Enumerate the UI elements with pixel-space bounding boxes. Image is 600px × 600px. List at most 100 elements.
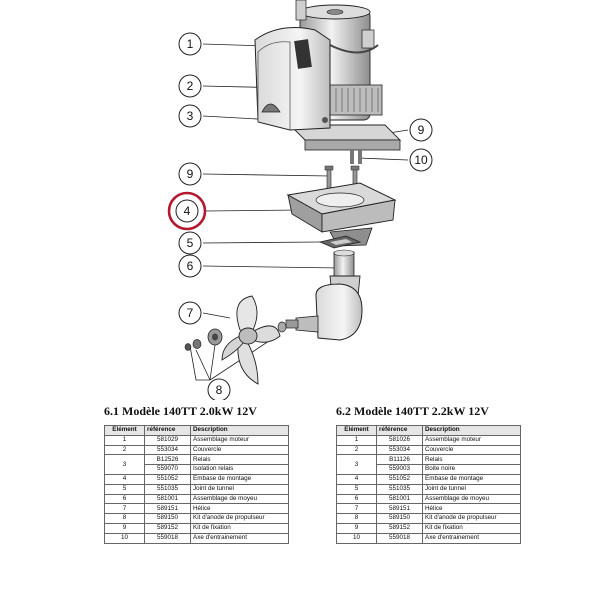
table-header-row: Elément référence Description bbox=[336, 425, 521, 436]
description-cell: Hélice bbox=[190, 503, 289, 515]
section-title-6-2: 6.2 Modèle 140TT 2.2kW 12V bbox=[336, 404, 489, 418]
reference-cell: 551052 bbox=[144, 473, 191, 485]
description-cell: Axe d'entrainement bbox=[422, 532, 521, 544]
element-cell: 2 bbox=[104, 444, 145, 456]
reference-cell: 589152 bbox=[144, 522, 191, 534]
section-title-6-1: 6.1 Modèle 140TT 2.0kW 12V bbox=[104, 404, 257, 418]
description-cell: Kit d'anode de propulseur bbox=[422, 513, 521, 524]
element-cell: 7 bbox=[104, 503, 145, 515]
description-cell: Assemblage de moyeu bbox=[190, 493, 289, 505]
description-cell: Kit d'anode de propulseur bbox=[190, 513, 289, 524]
description-cell: Hélice bbox=[422, 503, 521, 515]
callout-7: 7 bbox=[178, 301, 202, 325]
callout-1: 1 bbox=[178, 32, 202, 56]
reference-cell: 581001 bbox=[144, 493, 191, 505]
svg-text:4: 4 bbox=[184, 204, 191, 218]
description-cell: Assemblage de moyeu bbox=[422, 493, 521, 505]
svg-text:6: 6 bbox=[187, 259, 194, 273]
callout-markers: 1 2 3 4 5 6 7 8 9 9 10 bbox=[167, 32, 433, 400]
description-cell: Assemblage moteur bbox=[190, 434, 289, 446]
element-cell: 5 bbox=[104, 483, 145, 495]
reference-cell: 553034 bbox=[144, 444, 191, 456]
reference-cell: 559018 bbox=[144, 532, 191, 544]
svg-text:9: 9 bbox=[187, 167, 194, 181]
description-cell: Kit de fixation bbox=[190, 522, 289, 534]
element-cell: 2 bbox=[336, 444, 377, 456]
element-cell: 1 bbox=[104, 434, 145, 446]
element-cell: 8 bbox=[104, 513, 145, 524]
element-cell: 7 bbox=[336, 503, 377, 515]
callout-9-lower: 9 bbox=[178, 162, 202, 186]
reference-cell: 581001 bbox=[376, 493, 423, 505]
description-cell: Couvercle bbox=[190, 444, 289, 456]
element-cell: 10 bbox=[104, 532, 145, 544]
svg-text:10: 10 bbox=[414, 153, 428, 167]
description-cell: Joint de tunnel bbox=[190, 483, 289, 495]
mounting-base bbox=[286, 182, 397, 247]
element-cell: 3 bbox=[336, 454, 377, 475]
reference-cell: B11126 bbox=[376, 454, 423, 466]
leader-lines bbox=[189, 43, 409, 381]
description-cell: Relais bbox=[422, 454, 521, 466]
element-cell: 4 bbox=[104, 473, 145, 485]
element-cell: 10 bbox=[336, 532, 377, 544]
callout-9-upper: 9 bbox=[409, 118, 433, 142]
reference-cell: 559018 bbox=[376, 532, 423, 544]
description-cell: Isolation relais bbox=[190, 464, 289, 475]
element-cell: 9 bbox=[104, 522, 145, 534]
svg-text:9: 9 bbox=[418, 123, 425, 137]
description-cell: Assemblage moteur bbox=[422, 434, 521, 446]
reference-cell: 589151 bbox=[376, 503, 423, 515]
column-header-reference: référence bbox=[376, 425, 423, 436]
element-cell: 9 bbox=[336, 522, 377, 534]
callout-3: 3 bbox=[178, 104, 202, 128]
element-cell: 6 bbox=[336, 493, 377, 505]
svg-text:7: 7 bbox=[187, 306, 194, 320]
reference-cell: 589150 bbox=[376, 513, 423, 524]
description-cell: Joint de tunnel bbox=[422, 483, 521, 495]
callout-5: 5 bbox=[178, 231, 202, 255]
description-cell: Relais bbox=[190, 454, 289, 466]
cover bbox=[254, 27, 331, 131]
reference-cell: 553034 bbox=[376, 444, 423, 456]
reference-cell: B12526 bbox=[144, 454, 191, 466]
reference-cell: 589151 bbox=[144, 503, 191, 515]
reference-cell: 581029 bbox=[144, 434, 191, 446]
propeller bbox=[221, 295, 281, 385]
element-cell: 3 bbox=[104, 454, 145, 475]
element-cell: 8 bbox=[336, 513, 377, 524]
reference-cell: 551035 bbox=[144, 483, 191, 495]
callout-4-highlighted: 4 bbox=[167, 191, 207, 231]
callout-10: 10 bbox=[409, 148, 433, 172]
description-cell: Boite noire bbox=[422, 464, 521, 475]
reference-cell: 589152 bbox=[376, 522, 423, 534]
svg-text:3: 3 bbox=[187, 109, 194, 123]
element-cell: 1 bbox=[336, 434, 377, 446]
anode-kit bbox=[184, 321, 287, 351]
svg-text:5: 5 bbox=[187, 236, 194, 250]
callout-2: 2 bbox=[178, 74, 202, 98]
description-cell: Embase de montage bbox=[190, 473, 289, 485]
reference-cell: 551035 bbox=[376, 483, 423, 495]
description-cell: Embase de montage bbox=[422, 473, 521, 485]
svg-text:8: 8 bbox=[216, 383, 223, 397]
reference-cell: 559003 bbox=[376, 464, 423, 475]
table-header-row: Elément référence Description bbox=[104, 425, 289, 436]
